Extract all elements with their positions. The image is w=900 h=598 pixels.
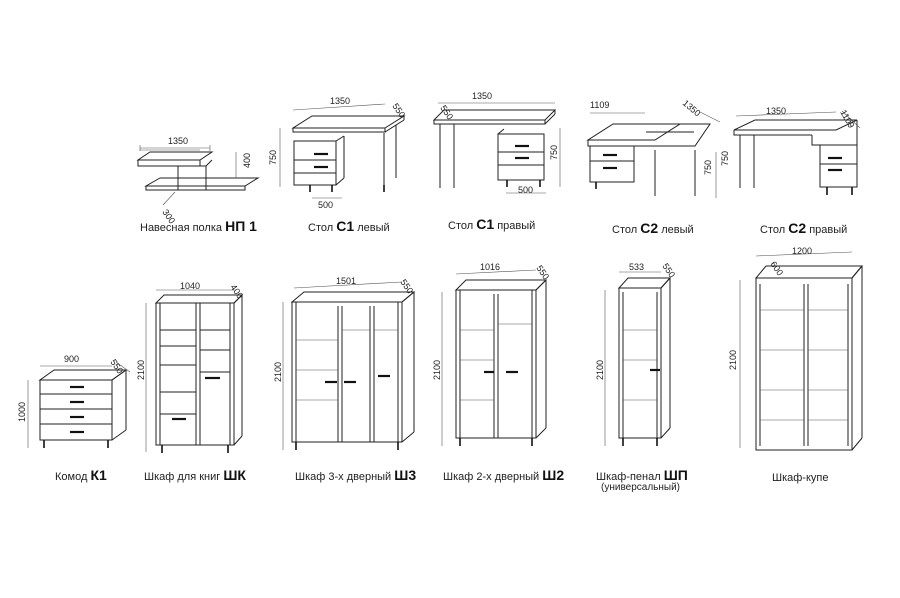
coupe-width-dim: 1200 bbox=[792, 246, 812, 256]
shk-depth-dim: 400 bbox=[228, 282, 245, 300]
c2-left-width-dim: 1109 bbox=[590, 100, 609, 110]
c1-left-height-dim: 750 bbox=[268, 150, 278, 165]
pencil-case-shp-drawing bbox=[604, 271, 672, 446]
label-shp-name: Шкаф-пенал bbox=[596, 471, 661, 483]
label-c1-right-code: С1 bbox=[476, 216, 495, 232]
c1-right-height-dim: 750 bbox=[549, 145, 559, 160]
label-c2-left: Стол С2 левый bbox=[612, 220, 694, 236]
label-np1: Навесная полка НП 1 bbox=[140, 218, 257, 234]
label-c1-left-code: С1 bbox=[336, 218, 355, 234]
c2-left-height-dim: 750 bbox=[703, 160, 713, 175]
label-shk-code: ШК bbox=[223, 467, 246, 483]
shelf-np1-drawing bbox=[136, 145, 260, 206]
label-c1-left-name: Стол bbox=[308, 222, 334, 234]
label-c1-left-suffix: левый bbox=[357, 222, 390, 234]
label-sh3-name: Шкаф 3-х дверный bbox=[295, 471, 392, 483]
label-shp-suffix: (универсальный) bbox=[601, 482, 680, 493]
shk-width-dim: 1040 bbox=[180, 281, 200, 291]
label-coupe-name: Шкаф-купе bbox=[772, 472, 829, 484]
k1-height-dim: 1000 bbox=[17, 402, 27, 422]
c2-right-width2-dim: 1109 bbox=[838, 108, 856, 130]
label-sh2-code: Ш2 bbox=[542, 467, 565, 483]
shp-width-dim: 533 bbox=[629, 262, 644, 272]
np1-height-dim: 400 bbox=[242, 153, 252, 168]
label-c1-right-name: Стол bbox=[448, 220, 474, 232]
sh2-height-dim: 2100 bbox=[432, 360, 442, 380]
label-c2-right-code: С2 bbox=[788, 220, 807, 236]
c2-right-width-dim: 1350 bbox=[766, 106, 786, 116]
sh2-width-dim: 1016 bbox=[480, 262, 500, 272]
c1-left-width-dim: 1350 bbox=[330, 96, 350, 106]
label-k1-code: К1 bbox=[90, 467, 107, 483]
label-c2-left-name: Стол bbox=[612, 224, 638, 236]
label-shp-code: ШП bbox=[663, 467, 688, 483]
sliding-wardrobe-drawing bbox=[739, 251, 864, 451]
label-coupe: Шкаф-купе bbox=[772, 472, 828, 484]
label-c2-right-suffix: правый bbox=[809, 224, 848, 236]
c1-left-depth-dim: 550 bbox=[390, 101, 407, 119]
label-c2-left-code: С2 bbox=[640, 220, 659, 236]
coupe-depth-dim: 600 bbox=[768, 259, 785, 277]
desk-c1-left-drawing bbox=[279, 103, 406, 199]
shp-depth-dim: 550 bbox=[660, 261, 677, 279]
label-sh2-name: Шкаф 2-х дверный bbox=[443, 471, 540, 483]
c1-right-base-dim: 500 bbox=[518, 185, 533, 195]
label-sh3: Шкаф 3-х дверный Ш3 bbox=[295, 467, 416, 483]
shp-height-dim: 2100 bbox=[595, 360, 605, 380]
c1-right-depth-dim: 550 bbox=[438, 103, 455, 121]
label-k1: Комод К1 bbox=[55, 467, 107, 483]
label-np1-name: Навесная полка bbox=[140, 222, 223, 234]
label-sh3-code: Ш3 bbox=[394, 467, 417, 483]
sh3-width-dim: 1501 bbox=[336, 276, 356, 286]
dresser-k1-drawing bbox=[27, 361, 131, 448]
label-shk-name: Шкаф для книг bbox=[144, 471, 221, 483]
label-c2-right-name: Стол bbox=[760, 224, 786, 236]
label-shk: Шкаф для книг ШК bbox=[144, 467, 246, 483]
label-c2-left-suffix: левый bbox=[661, 224, 694, 236]
k1-width-dim: 900 bbox=[64, 354, 79, 364]
wardrobe-sh3-drawing bbox=[282, 281, 416, 450]
label-c1-left: Стол С1 левый bbox=[308, 218, 390, 234]
c1-right-width-dim: 1350 bbox=[472, 91, 492, 101]
label-np1-code: НП 1 bbox=[225, 218, 257, 234]
c1-left-base-dim: 500 bbox=[318, 200, 333, 210]
label-sh2: Шкаф 2-х дверный Ш2 bbox=[443, 467, 564, 483]
sh3-height-dim: 2100 bbox=[273, 362, 283, 382]
np1-width-dim: 1350 bbox=[168, 136, 188, 146]
label-k1-name: Комод bbox=[55, 471, 88, 483]
c2-left-width2-dim: 1350 bbox=[681, 98, 703, 119]
c2-left-height2-dim: 750 bbox=[720, 151, 730, 166]
coupe-height-dim: 2100 bbox=[728, 350, 738, 370]
desk-c2-left-drawing bbox=[586, 111, 721, 198]
desk-c1-right-drawing bbox=[432, 102, 561, 194]
label-c1-right: Стол С1 правый bbox=[448, 216, 535, 232]
desk-c2-right-drawing bbox=[733, 110, 861, 195]
wardrobe-sh2-drawing bbox=[441, 269, 548, 446]
label-c2-right: Стол С2 правый bbox=[760, 220, 847, 236]
sh2-depth-dim: 550 bbox=[534, 263, 551, 281]
label-shp: Шкаф-пенал ШП bbox=[596, 467, 688, 483]
bookcase-shk-drawing bbox=[145, 289, 244, 453]
shk-height-dim: 2100 bbox=[136, 360, 146, 380]
label-c1-right-suffix: правый bbox=[497, 220, 536, 232]
